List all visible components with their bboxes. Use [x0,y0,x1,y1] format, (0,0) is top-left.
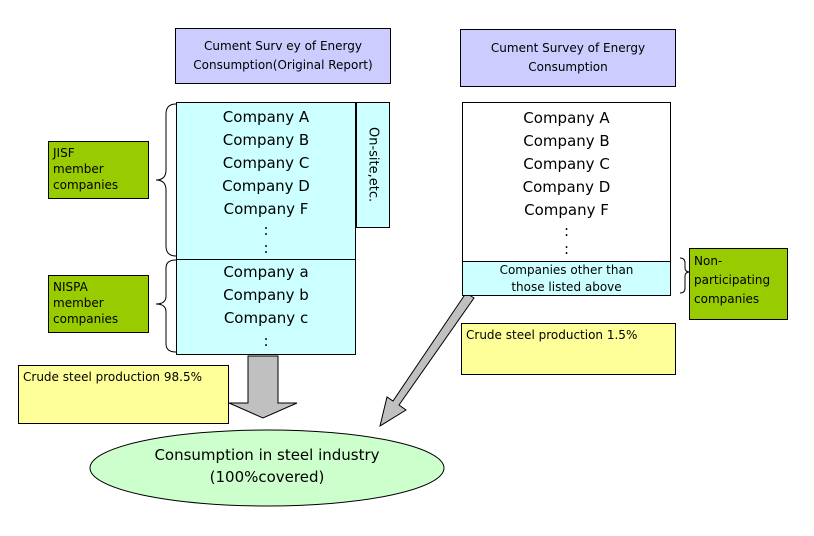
result-text: Consumption in steel industry (100%cover… [90,444,444,494]
result-line1: Consumption in steel industry [154,446,380,464]
jisf-companies-box: Company A Company B Company C Company D … [176,102,356,260]
nispa-label-line2: member [53,296,104,310]
other-companies-box: Companies other than those listed above [462,261,671,296]
jisf-label: JISF member companies [48,141,149,199]
onsite-label: On-site,etc. [365,127,381,203]
company-item: Company b [223,286,309,304]
nonpart-line3: companies [694,292,760,306]
company-item: Company A [222,108,310,126]
company-item: Company B [222,131,310,149]
company-item: Company B [523,132,610,150]
right-companies-box: Company A Company B Company C Company D … [462,102,671,262]
crude-steel-left-text: Crude steel production 98.5% [23,370,202,384]
jisf-label-line3: companies [53,178,119,192]
left-header: Cument Surv ey of Energy Consumption(Ori… [175,28,391,84]
company-item: : [263,221,269,239]
onsite-box: On-site,etc. [356,102,390,228]
jisf-label-line1: JISF [53,146,75,160]
company-item: : [263,239,269,257]
left-header-line2: Consumption(Original Report) [193,58,373,72]
company-item: Company D [222,177,310,195]
left-header-line1: Cument Surv ey of Energy [204,39,362,53]
company-item: : [263,332,269,350]
nispa-companies-box: Company a Company b Company c : [176,259,356,355]
result-ellipse [89,429,445,507]
crude-steel-right-text: Crude steel production 1.5% [466,328,638,342]
nonpart-line1: Non- [694,254,723,268]
nispa-brace [155,259,177,353]
crude-steel-left-note: Crude steel production 98.5% [18,365,229,424]
crude-steel-right-note: Crude steel production 1.5% [461,323,676,375]
result-line2: (100%covered) [209,468,325,486]
nispa-label-line3: companies [53,312,119,326]
company-item: Company F [223,200,309,218]
company-item: Company a [223,263,309,281]
company-item: Company c [223,309,309,327]
nispa-label-line1: NISPA [53,280,88,294]
down-arrow [228,355,298,419]
company-item: Company A [523,109,610,127]
other-companies-line2: those listed above [511,280,622,294]
right-header-line1: Cument Survey of Energy [490,41,646,55]
other-companies-line1: Companies other than [499,263,634,277]
company-item: Company C [523,155,610,173]
nonpart-line2: participating [694,273,771,287]
company-item: Company C [222,154,310,172]
company-item: : [563,240,570,258]
jisf-label-line2: member [53,162,104,176]
right-header-line2: Consumption [528,60,608,74]
nispa-label: NISPA member companies [48,275,149,333]
company-item: Company D [522,178,611,196]
company-item: : [563,222,570,240]
right-header: Cument Survey of Energy Consumption [460,29,676,87]
jisf-brace [155,103,177,257]
diagonal-arrow [379,292,475,428]
company-item: Company F [524,201,609,219]
nonparticipating-label: Non- participating companies [689,248,788,320]
